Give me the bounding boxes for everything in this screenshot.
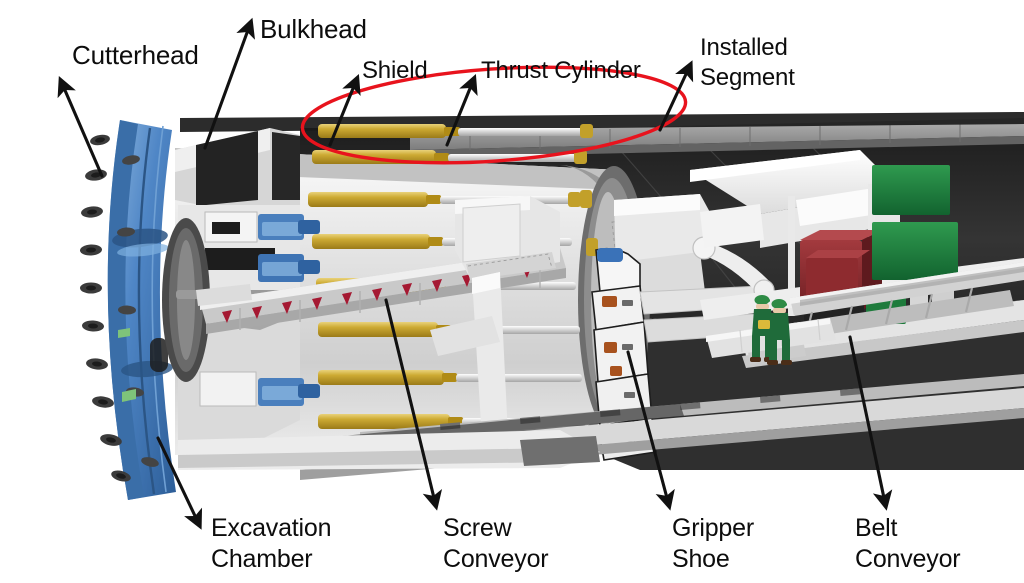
label-belt-conveyor: Belt Conveyor bbox=[855, 514, 961, 573]
label-thrust-cylinder: Thrust Cylinder bbox=[481, 57, 641, 84]
label-installed-segment: Installed Segment bbox=[700, 34, 795, 91]
arrow-excavation-chamber bbox=[156, 436, 203, 530]
arrow-screw-conveyor bbox=[384, 298, 443, 511]
cutter-discs bbox=[80, 134, 159, 482]
arrow-belt-conveyor bbox=[848, 335, 893, 511]
machine-scene bbox=[80, 112, 1024, 500]
drive-motors bbox=[258, 214, 320, 406]
annotation-layer bbox=[57, 17, 893, 530]
arrow-cutterhead bbox=[57, 76, 104, 178]
equipment-module-green bbox=[872, 165, 950, 215]
label-screw-conveyor: Screw Conveyor bbox=[443, 514, 549, 573]
label-shield: Shield bbox=[362, 57, 428, 84]
worker bbox=[767, 299, 792, 365]
label-cutterhead: Cutterhead bbox=[72, 40, 199, 70]
arrow-bulkhead bbox=[203, 17, 255, 150]
thrust-cylinder bbox=[318, 124, 593, 138]
bulkhead-structure bbox=[175, 128, 300, 445]
gripper-cylinder-head bbox=[597, 248, 623, 262]
arrow-gripper-shoe bbox=[626, 350, 675, 511]
label-excavation-chamber: Excavation Chamber bbox=[211, 514, 332, 573]
cutterhead bbox=[80, 120, 176, 500]
workers bbox=[750, 295, 792, 365]
shield-thrust-highlight-ellipse bbox=[300, 65, 688, 165]
equipment-module-green bbox=[872, 222, 958, 280]
label-bulkhead: Bulkhead bbox=[260, 14, 367, 44]
arrow-shield bbox=[328, 73, 361, 147]
arrow-installed-segment bbox=[658, 60, 694, 132]
shield-lower-skirt bbox=[178, 430, 600, 470]
arrow-thrust-cylinder bbox=[445, 73, 478, 147]
label-gripper-shoe: Gripper Shoe bbox=[672, 514, 754, 573]
